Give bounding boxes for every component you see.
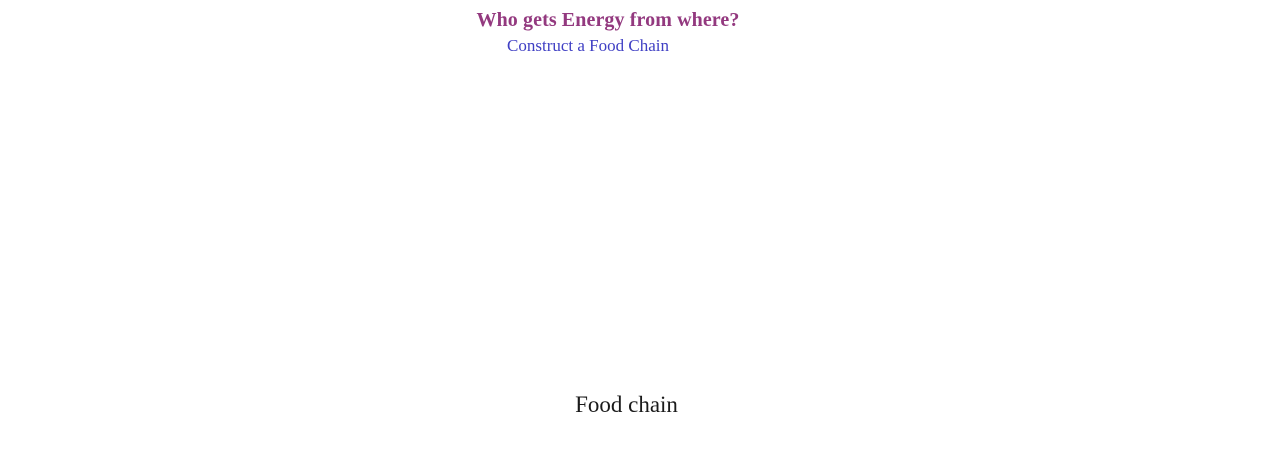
page-title: Who gets Energy from where? [476,9,740,31]
caption-block: Food chain [0,391,1253,419]
food-chain-diagram [0,330,1283,390]
subtitle-block: Construct a Food Chain [0,36,1176,56]
food-chain-caption: Food chain [575,392,678,417]
heading-block: Who gets Energy from where? [0,9,1216,32]
page-subtitle: Construct a Food Chain [507,36,669,55]
workspace-area[interactable] [0,70,1283,328]
